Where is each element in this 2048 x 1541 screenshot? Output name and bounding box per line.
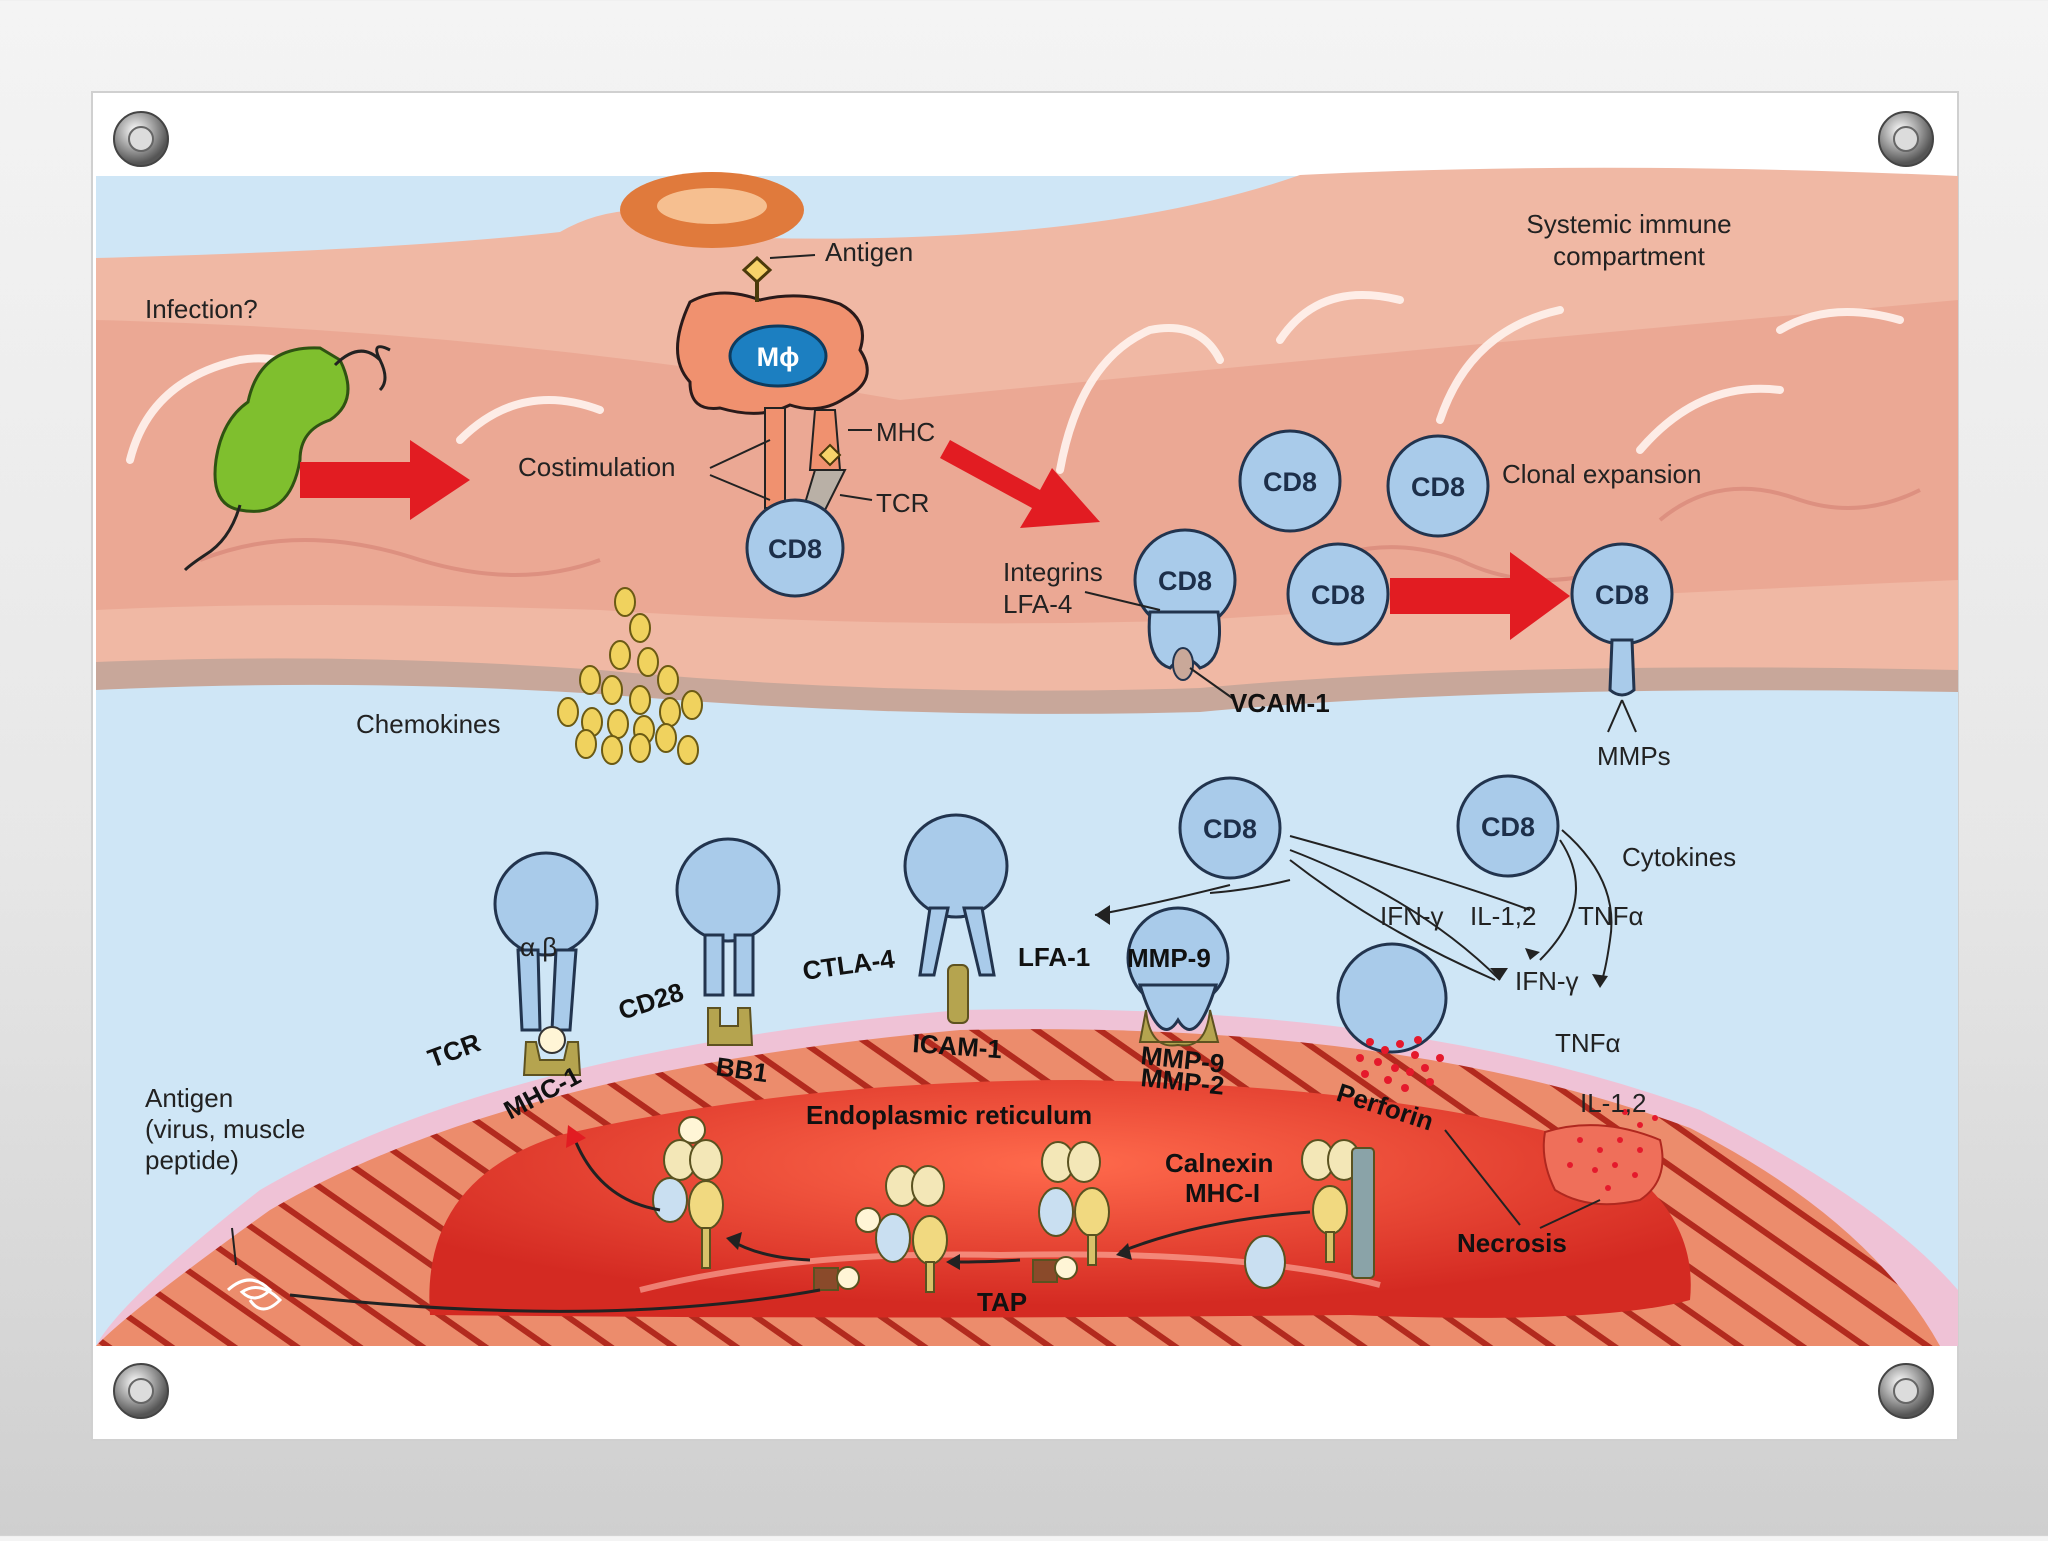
er-label: Endoplasmic reticulum: [806, 1100, 1092, 1130]
integrins-label: LFA-4: [1003, 589, 1072, 619]
chemokines-label: Chemokines: [356, 709, 501, 739]
t-cell-icon: CD8: [745, 498, 845, 598]
il12-label-2: IL-1,2: [1580, 1088, 1647, 1118]
t-cell-icon: [493, 851, 599, 1076]
antigen-label: Antigen: [825, 237, 913, 267]
cytokines-label: Cytokines: [1622, 842, 1736, 872]
macrophage-icon: Mϕ: [676, 291, 869, 415]
screw-icon: [1878, 1363, 1934, 1419]
perforin-spray-icon: [1356, 1036, 1444, 1092]
antigen-bottom-label: Antigen: [145, 1083, 233, 1113]
mhc-i-label: MHC-I: [1185, 1178, 1260, 1208]
integrins-label: Integrins: [1003, 557, 1103, 587]
mmp9-label: MMP-9: [1127, 943, 1211, 973]
tnf-alpha-label: TNFα: [1578, 901, 1644, 931]
t-cell-icon: CD8: [1456, 774, 1560, 878]
mhc-label: MHC: [876, 417, 935, 447]
cd8-label: CD8: [768, 534, 822, 564]
t-cell-icon: CD8: [1133, 528, 1237, 681]
antigen-icon: [741, 254, 816, 302]
er-arrows: [289, 1139, 1311, 1313]
t-cell-icon: [1336, 942, 1448, 1054]
t-cell-icon: CD8: [1286, 542, 1390, 646]
infection-label: Infection?: [145, 294, 258, 324]
necrosis-patch: [1542, 1109, 1664, 1206]
red-arrow-icon: [940, 440, 1100, 528]
t-cell-icon: [903, 813, 1009, 1024]
tnf-alpha-label-2: TNFα: [1555, 1028, 1621, 1058]
bb1-label: BB1: [714, 1051, 770, 1088]
cytokine-arrows: [1094, 829, 1613, 986]
t-cell-icon: CD8: [1178, 776, 1282, 880]
cd8-label: CD8: [1263, 467, 1317, 497]
vcam-label: VCAM-1: [1230, 688, 1330, 718]
red-arrow-icon: [1390, 552, 1570, 640]
cd8-label: CD8: [1411, 472, 1465, 502]
clonal-expansion-label: Clonal expansion: [1502, 459, 1701, 489]
screw-icon: [113, 1363, 169, 1419]
bacterium-icon: [183, 345, 391, 572]
t-cell-icon: [675, 837, 781, 1046]
t-cell-icon: CD8: [1386, 434, 1490, 538]
vessel-wall: [96, 658, 1958, 714]
tissue-shade: [96, 300, 1958, 624]
lfa1-label: LFA-1: [1018, 942, 1090, 972]
systemic-label: Systemic immune: [1526, 209, 1731, 239]
ifn-gamma-label: IFN-γ: [1380, 901, 1444, 931]
systemic-label: compartment: [1553, 241, 1705, 271]
t-cell-icon: CD8: [1570, 542, 1674, 697]
antigen-bottom-label: (virus, muscle: [145, 1114, 305, 1144]
t-cell-icon: [1126, 906, 1230, 1047]
antigen-squiggle: [226, 1278, 283, 1311]
red-arrow-icon: [300, 440, 470, 520]
macrophage-label: Mϕ: [757, 342, 800, 372]
cd8-label: CD8: [1203, 814, 1257, 844]
mhc-assembly: [652, 1116, 1375, 1293]
cd8-label: CD8: [1481, 812, 1535, 842]
screw-icon: [1878, 111, 1934, 167]
costimulation-label: Costimulation: [518, 452, 676, 482]
il12-label: IL-1,2: [1470, 901, 1537, 931]
cd8-label: CD8: [1595, 580, 1649, 610]
chemokine-dot-icon: [557, 587, 703, 765]
cd8-label: CD8: [1158, 566, 1212, 596]
tap-label: TAP: [977, 1287, 1027, 1317]
cd8-label: CD8: [1311, 580, 1365, 610]
alpha-beta-label: α β: [520, 932, 557, 962]
necrosis-label: Necrosis: [1457, 1228, 1567, 1258]
tcr-label: TCR: [876, 488, 929, 518]
antigen-bottom-label: peptide): [145, 1145, 239, 1175]
t-cell-icon: CD8: [1238, 429, 1342, 533]
screw-icon: [113, 111, 169, 167]
ifn-gamma-label-2: IFN-γ: [1515, 966, 1579, 996]
icam1-label: ICAM-1: [912, 1028, 1003, 1064]
mmps-label: MMPs: [1597, 741, 1671, 771]
calnexin-label: Calnexin: [1165, 1148, 1273, 1178]
